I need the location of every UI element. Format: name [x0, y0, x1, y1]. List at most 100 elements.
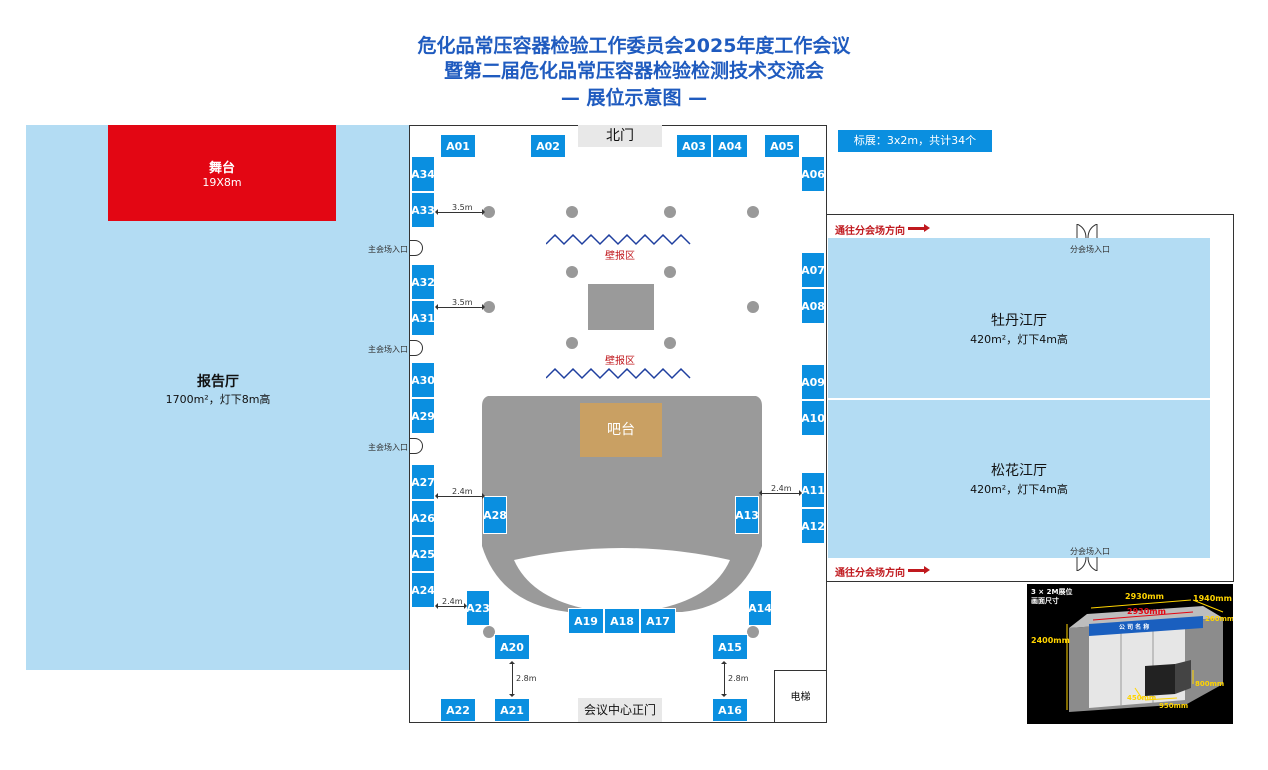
dimension-arrow — [435, 209, 485, 215]
poster-wall-zigzag — [546, 367, 691, 380]
pillar — [483, 206, 495, 218]
inset-desk-width: 950mm — [1159, 702, 1189, 710]
booth-a06[interactable]: A06 — [801, 156, 825, 192]
booth-a24[interactable]: A24 — [411, 572, 435, 608]
booth-a08[interactable]: A08 — [801, 288, 825, 324]
pillar — [566, 337, 578, 349]
main-gate: 会议中心正门 — [578, 698, 662, 722]
pillar — [483, 626, 495, 638]
inset-fascia: 公 司 名 称 — [1119, 624, 1150, 631]
booth-a19[interactable]: A19 — [568, 608, 604, 634]
booth-a25[interactable]: A25 — [411, 536, 435, 572]
stage: 舞台 19X8m — [108, 125, 336, 221]
booth-a26[interactable]: A26 — [411, 500, 435, 536]
booth-a31[interactable]: A31 — [411, 300, 435, 336]
inset-width-top: 2930mm — [1125, 592, 1164, 601]
booth-a34[interactable]: A34 — [411, 156, 435, 192]
red-arrow-head-icon — [924, 224, 930, 232]
booth-a12[interactable]: A12 — [801, 508, 825, 544]
dim-label-2-8m: 2.8m — [516, 674, 537, 683]
pillar — [664, 206, 676, 218]
inset-desk-height: 800mm — [1195, 680, 1225, 688]
booth-a05[interactable]: A05 — [764, 134, 800, 158]
inset-width-inner: 2930mm — [1127, 607, 1166, 616]
poster-wall-zigzag — [546, 233, 691, 246]
stage-name: 舞台 — [208, 161, 235, 176]
sub-entrance-label: 分会场入口 — [1070, 245, 1110, 254]
booth-a20[interactable]: A20 — [494, 634, 530, 660]
north-gate: 北门 — [578, 125, 662, 147]
booth-a27[interactable]: A27 — [411, 464, 435, 500]
booth-a13[interactable]: A13 — [735, 496, 759, 534]
booth-a21[interactable]: A21 — [494, 698, 530, 722]
booth-a17[interactable]: A17 — [640, 608, 676, 634]
hall-songhuajiang: 松花江厅 420m²，灯下4m高 — [828, 400, 1210, 558]
to-sub-venue-label: 通往分会场方向 — [835, 226, 905, 237]
door-icon — [410, 240, 423, 256]
dim-label-2-8m: 2.8m — [728, 674, 749, 683]
sub-entrance-label: 分会场入口 — [1070, 547, 1110, 556]
booth-a02[interactable]: A02 — [530, 134, 566, 158]
main-entrance-label: 主会场入口 — [368, 443, 408, 452]
red-arrow-icon — [908, 227, 926, 230]
dimension-arrow — [721, 661, 727, 697]
report-hall: 舞台 19X8m 报告厅 1700m²，灯下8m高 — [26, 125, 410, 670]
sub-venue-outline — [826, 214, 1234, 582]
pillar — [566, 266, 578, 278]
poster-zone-label: 壁报区 — [605, 356, 635, 367]
title-line-3: — 展位示意图 — — [560, 87, 708, 109]
dim-label-3-5m: 3.5m — [452, 203, 473, 212]
dimension-arrow — [509, 661, 515, 697]
inset-desk-depth: 450mm — [1127, 694, 1157, 702]
title-line-2: 暨第二届危化品常压容器检验检测技术交流会 — [443, 60, 824, 82]
booth-a28[interactable]: A28 — [483, 496, 507, 534]
booth-a18[interactable]: A18 — [604, 608, 640, 634]
booth-a10[interactable]: A10 — [801, 400, 825, 436]
dimension-arrow — [435, 603, 467, 609]
inset-height: 2400mm — [1031, 636, 1070, 645]
report-hall-info: 1700m²，灯下8m高 — [165, 393, 271, 406]
double-door-icon — [1076, 224, 1098, 238]
booth-a01[interactable]: A01 — [440, 134, 476, 158]
standard-booth-note: 标展：3x2m，共计34个 — [838, 130, 992, 152]
booth-a11[interactable]: A11 — [801, 472, 825, 508]
booth-a07[interactable]: A07 — [801, 252, 825, 288]
red-arrow-icon — [908, 569, 926, 572]
dim-label-2-4m: 2.4m — [771, 484, 792, 493]
elevator: 电梯 — [774, 670, 827, 723]
booth-a09[interactable]: A09 — [801, 364, 825, 400]
poster-zone-label: 壁报区 — [605, 251, 635, 262]
double-door-icon — [1076, 557, 1098, 571]
hall-mudanjiang-name: 牡丹江厅 — [991, 313, 1047, 329]
hall-songhuajiang-info: 420m²，灯下4m高 — [970, 483, 1068, 496]
booth-a14[interactable]: A14 — [748, 590, 772, 626]
booth-a32[interactable]: A32 — [411, 264, 435, 300]
inset-depth: 1940mm — [1193, 594, 1232, 603]
door-icon — [410, 438, 423, 454]
booth-a22[interactable]: A22 — [440, 698, 476, 722]
pillar — [747, 206, 759, 218]
booth-a03[interactable]: A03 — [676, 134, 712, 158]
to-sub-venue-label: 通往分会场方向 — [835, 568, 905, 579]
dimension-arrow — [759, 490, 802, 496]
inset-band: 260mm — [1205, 615, 1233, 623]
booth-a30[interactable]: A30 — [411, 362, 435, 398]
dimension-arrow — [435, 493, 485, 499]
booth-a04[interactable]: A04 — [712, 134, 748, 158]
inset-title-1: 3 × 2M展位 — [1031, 588, 1073, 596]
pillar — [747, 301, 759, 313]
booth-spec-inset: 3 × 2M展位 画面尺寸 2930mm 2930mm 1940mm 260mm… — [1027, 584, 1233, 724]
central-display — [588, 284, 654, 330]
booth-a33[interactable]: A33 — [411, 192, 435, 228]
red-arrow-head-icon — [924, 566, 930, 574]
pillar — [664, 266, 676, 278]
dim-label-3-5m: 3.5m — [452, 298, 473, 307]
pillar — [664, 337, 676, 349]
booth-a23[interactable]: A23 — [466, 590, 490, 626]
booth-a16[interactable]: A16 — [712, 698, 748, 722]
booth-a15[interactable]: A15 — [712, 634, 748, 660]
booth-a29[interactable]: A29 — [411, 398, 435, 434]
central-plaza — [482, 396, 762, 612]
main-entrance-label: 主会场入口 — [368, 245, 408, 254]
hall-mudanjiang: 牡丹江厅 420m²，灯下4m高 — [828, 238, 1210, 398]
